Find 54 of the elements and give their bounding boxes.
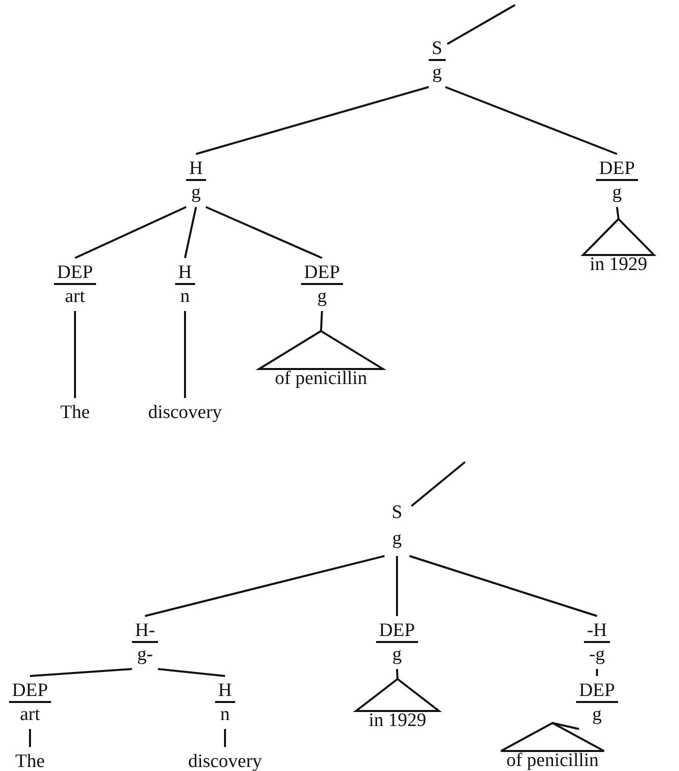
tree-branch	[158, 668, 226, 677]
category-label: The	[14, 751, 46, 771]
category-label: g	[611, 182, 623, 203]
category-label: DEP	[9, 680, 51, 703]
phrase-text: in 1929	[368, 712, 426, 730]
tree-branch	[205, 206, 322, 259]
category-label: -g	[588, 644, 606, 665]
category-label: DEP	[596, 158, 638, 181]
category-label: DEP	[376, 620, 418, 643]
tree-branch	[552, 722, 580, 730]
tree-branch	[74, 206, 187, 259]
category-label: H-	[132, 620, 158, 643]
category-label: DEP	[54, 262, 96, 285]
category-label: n	[219, 704, 231, 725]
tree-branch	[596, 669, 598, 676]
tree-branch	[144, 555, 385, 617]
tree-branch	[184, 206, 197, 258]
category-label: art	[18, 704, 42, 725]
tree-branch	[616, 206, 620, 220]
category-label: g	[391, 644, 403, 665]
tree-branch	[446, 4, 516, 45]
category-label: S g	[390, 501, 404, 551]
tree-branch	[184, 311, 186, 398]
category-label: DEP	[301, 262, 343, 285]
category-label: S	[428, 38, 446, 61]
category-label: art	[64, 286, 86, 307]
tree-branch	[196, 86, 429, 155]
phrase-text: in 1929	[590, 256, 648, 274]
category-label: g	[431, 62, 443, 83]
tree-branch	[396, 668, 398, 680]
tree-branch	[29, 729, 31, 747]
category-label: -H	[584, 620, 610, 643]
tree-branch	[224, 729, 226, 747]
tree-branch	[30, 668, 132, 677]
category-label: g	[316, 286, 328, 307]
category-label: H	[175, 262, 195, 285]
tree-branch	[74, 311, 76, 398]
category-label: DEP	[576, 680, 618, 703]
tree-branch	[409, 555, 598, 617]
category-label: n	[179, 286, 191, 307]
category-label: discovery	[147, 402, 223, 423]
category-label: H	[215, 680, 235, 703]
tree-branch	[396, 556, 398, 616]
category-label: g	[190, 182, 202, 203]
tree-branch	[320, 310, 323, 332]
tree-branch	[410, 461, 466, 507]
category-label: discovery	[187, 751, 263, 771]
category-label: g	[591, 704, 603, 725]
category-label: The	[59, 402, 91, 423]
phrase-text: of penicillin	[274, 370, 368, 388]
category-label: H	[186, 158, 206, 181]
phrase-text: of penicillin	[506, 752, 599, 770]
tree-branch	[444, 86, 618, 155]
category-label: g-	[136, 644, 154, 665]
